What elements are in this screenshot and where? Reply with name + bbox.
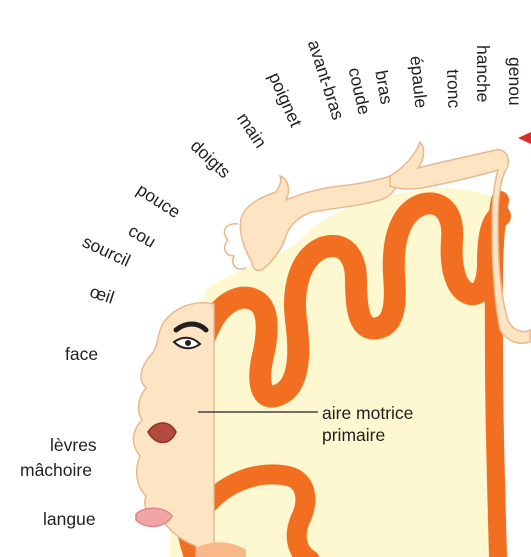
label-hanche: hanche — [474, 45, 492, 102]
label-machoire: mâchoire — [20, 462, 92, 480]
motor-area-annotation: aire motrice primaire — [322, 402, 413, 447]
motor-area-line2: primaire — [322, 424, 413, 446]
eye-pupil — [185, 340, 191, 346]
label-epaule: épaule — [407, 55, 430, 109]
motor-area-line1: aire motrice — [322, 402, 413, 424]
label-bras: bras — [372, 69, 395, 106]
label-tronc: tronc — [444, 69, 463, 108]
label-levres: lèvres — [50, 437, 97, 455]
label-langue: langue — [43, 511, 96, 529]
continuation-arrow — [518, 132, 531, 144]
label-genou: genou — [506, 57, 524, 106]
label-face: face — [65, 346, 98, 364]
